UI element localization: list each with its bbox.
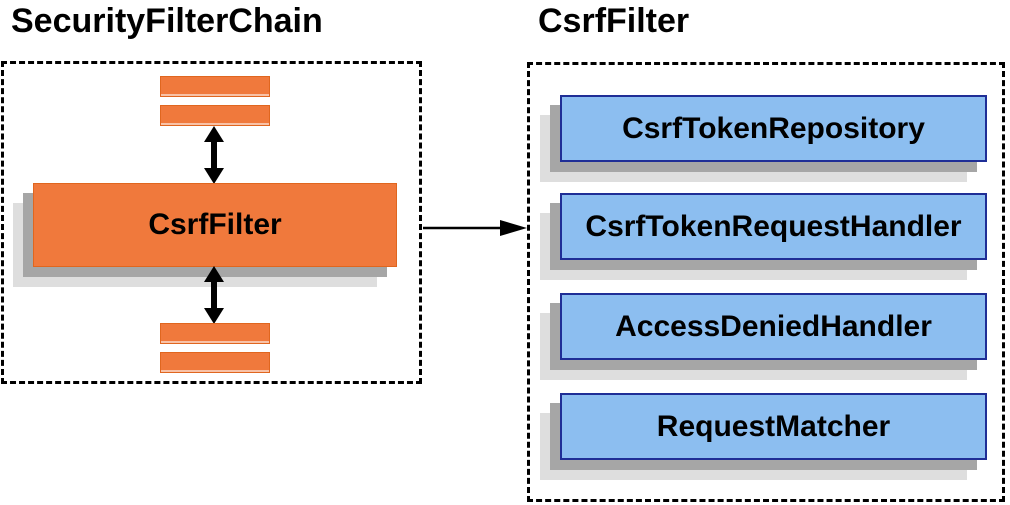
filter-chain-bar bbox=[160, 76, 270, 97]
csrf-filter-title: CsrfFilter bbox=[538, 2, 690, 40]
request-matcher-label: RequestMatcher bbox=[656, 409, 891, 443]
bidirectional-arrow-icon bbox=[204, 126, 224, 184]
csrf-filter-box-label: CsrfFilter bbox=[148, 208, 282, 241]
request-matcher-box: RequestMatcher bbox=[560, 393, 987, 460]
csrf-token-repository-box: CsrfTokenRepository bbox=[560, 95, 987, 162]
csrf-filter-box: CsrfFilter bbox=[33, 183, 397, 267]
csrf-token-request-handler-label: CsrfTokenRequestHandler bbox=[585, 209, 962, 243]
filter-chain-bar bbox=[160, 323, 270, 344]
flow-arrow-right-icon bbox=[423, 220, 527, 236]
csrf-filter-container bbox=[527, 62, 1005, 502]
security-filter-chain-title: SecurityFilterChain bbox=[11, 2, 323, 40]
access-denied-handler-label: AccessDeniedHandler bbox=[615, 309, 932, 343]
filter-chain-bar bbox=[160, 352, 270, 373]
security-filter-chain-container bbox=[1, 61, 422, 384]
csrf-token-repository-label: CsrfTokenRepository bbox=[622, 111, 925, 145]
csrf-token-request-handler-box: CsrfTokenRequestHandler bbox=[560, 193, 987, 260]
access-denied-handler-box: AccessDeniedHandler bbox=[560, 293, 987, 360]
filter-chain-bar bbox=[160, 105, 270, 126]
bidirectional-arrow-icon bbox=[204, 266, 224, 324]
